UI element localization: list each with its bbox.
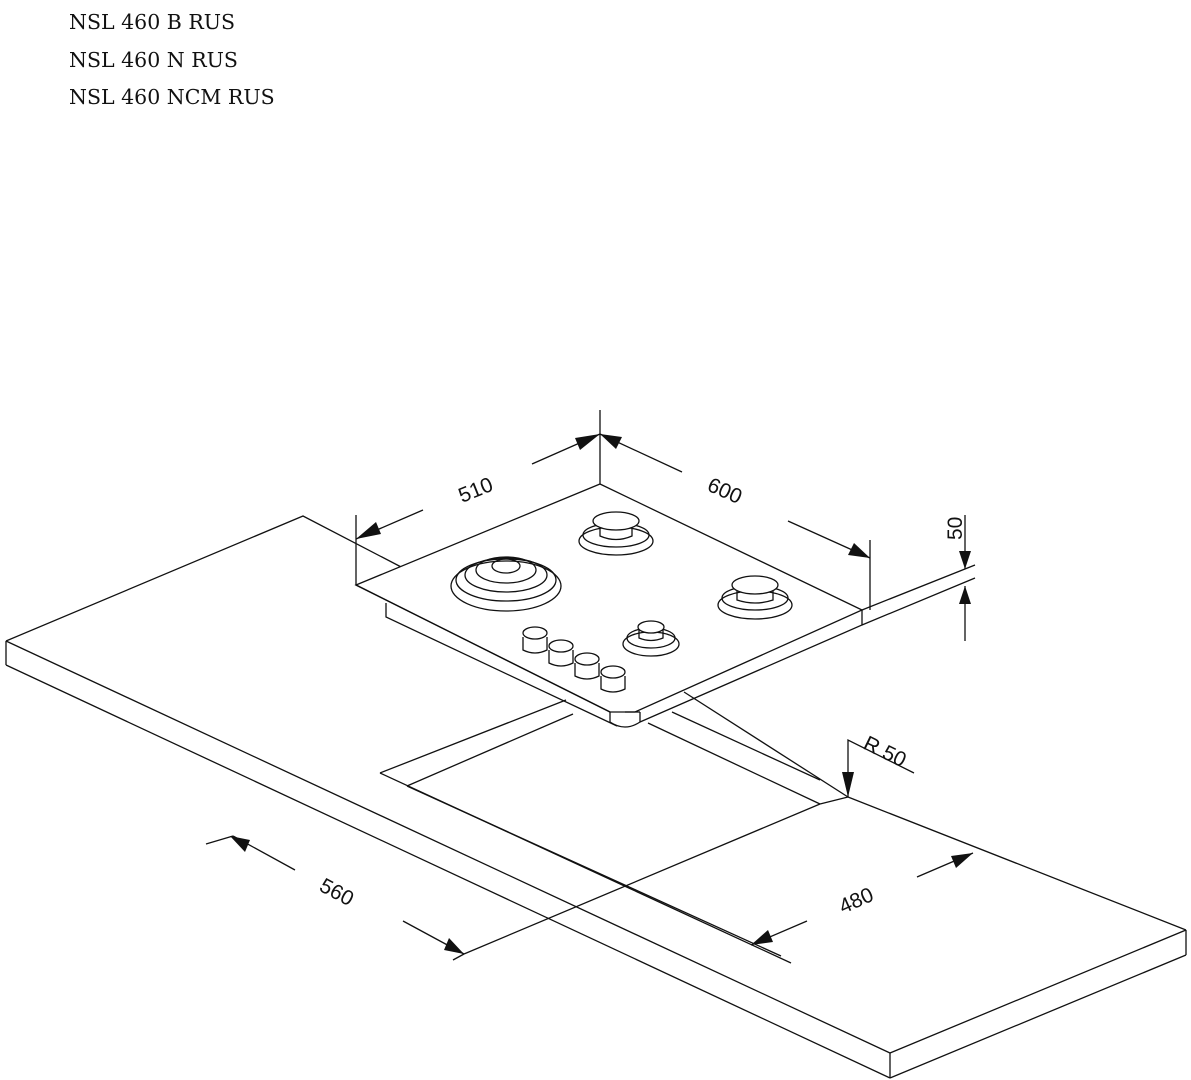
dimension-hob-height: 50	[944, 515, 971, 641]
knob	[574, 652, 600, 680]
dimension-label: R 50	[860, 732, 910, 772]
burner-small	[622, 620, 680, 657]
dimension-cutout-width: 560	[205, 835, 465, 961]
burner-right	[717, 575, 793, 620]
dimension-hob-depth: 510	[355, 433, 601, 540]
model-name: NSL 460 B RUS	[69, 10, 236, 34]
knob	[522, 626, 548, 654]
control-knobs	[522, 626, 626, 693]
model-list: NSL 460 B RUS NSL 460 N RUS NSL 460 NCM …	[69, 4, 275, 117]
knob	[548, 639, 574, 667]
knob	[600, 665, 626, 693]
dimension-cutout-depth: 480	[750, 852, 974, 946]
burner-large	[450, 556, 562, 612]
dimension-label: 510	[455, 473, 496, 507]
dimension-label: 560	[316, 874, 358, 911]
countertop	[5, 515, 1187, 1079]
dimension-label: 50	[944, 517, 967, 540]
dimension-label: 480	[836, 883, 877, 918]
model-name: NSL 460 NCM RUS	[69, 85, 275, 109]
countertop-cutout	[379, 691, 849, 964]
dimension-corner-radius: R 50	[842, 732, 915, 797]
dimension-label: 600	[704, 474, 745, 509]
burner-rear	[578, 511, 654, 556]
hob	[354, 410, 871, 728]
model-name: NSL 460 N RUS	[69, 47, 238, 72]
